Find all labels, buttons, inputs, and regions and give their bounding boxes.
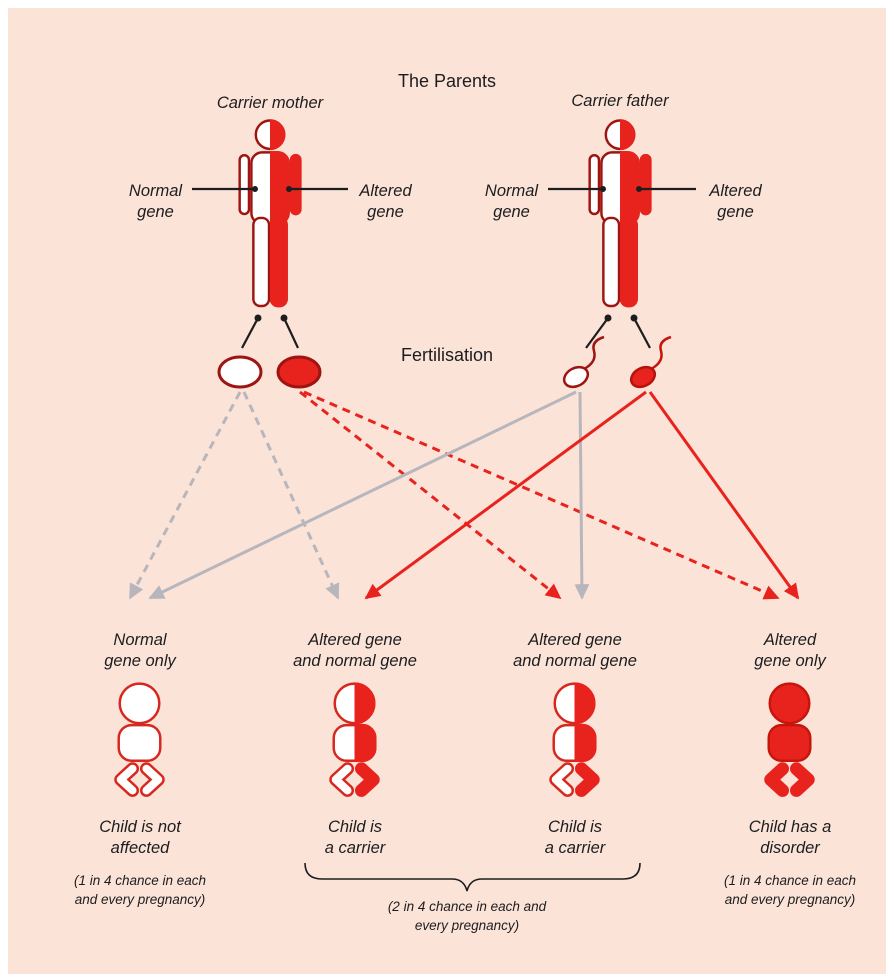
arrow-normal-egg-to-child1 [128, 391, 242, 600]
child4-genes-label: Altered gene only [754, 631, 826, 670]
gene-pointer-dots [252, 186, 642, 192]
child3-genes-label: Altered gene and normal gene [513, 631, 637, 670]
altered-sperm-icon [629, 335, 672, 389]
arrow-altered-egg-to-child3 [299, 390, 562, 600]
arrow-normal-sperm-to-child3 [574, 391, 590, 600]
child4-chance-label: (1 in 4 chance in each and every pregnan… [723, 873, 857, 907]
altered-egg-icon [276, 355, 322, 389]
child1-outcome-label: Child is not affected [99, 818, 181, 857]
mother-normal-gene-label: Normal gene [128, 182, 183, 221]
child3-outcome-label: Child is a carrier [544, 818, 606, 857]
child2-genes-label: Altered gene and normal gene [293, 631, 417, 670]
gamete-connector-lines [241, 317, 651, 349]
baby-affected-icon [764, 682, 815, 797]
arrow-altered-egg-to-child4 [303, 390, 780, 600]
carrier-brace [304, 862, 641, 892]
mother-altered-half [270, 119, 302, 308]
mother-label: Carrier mother [216, 94, 324, 112]
baby-carrier-icon [329, 682, 380, 797]
carrier-mother-figure [238, 119, 302, 308]
normal-sperm-icon [562, 335, 605, 389]
child2-outcome-label: Child is a carrier [324, 818, 386, 857]
mother-altered-gene-label: Altered gene [359, 182, 412, 221]
father-altered-gene-label: Altered gene [709, 182, 762, 221]
father-label: Carrier father [571, 92, 669, 110]
child1-chance-label: (1 in 4 chance in each and every pregnan… [73, 873, 207, 907]
normal-egg-icon [217, 355, 263, 389]
carrier-chance-label: (2 in 4 chance in each and every pregnan… [387, 899, 547, 933]
gamete-connector-dots [254, 314, 638, 322]
arrow-altered-sperm-to-child4 [648, 391, 800, 600]
father-normal-gene-label: Normal gene [484, 182, 539, 221]
arrow-normal-sperm-to-child1 [148, 390, 577, 600]
fertilisation-label: Fertilisation [400, 345, 494, 365]
diagram-title: The Parents [397, 71, 497, 91]
child4-outcome-label: Child has a disorder [748, 818, 832, 857]
baby-carrier-icon [549, 682, 600, 797]
child1-genes-label: Normal gene only [104, 631, 176, 670]
arrow-altered-sperm-to-child2 [364, 390, 647, 600]
arrow-normal-egg-to-child2 [242, 391, 340, 600]
diagram-background [8, 8, 886, 974]
baby-unaffected-icon [114, 682, 165, 797]
